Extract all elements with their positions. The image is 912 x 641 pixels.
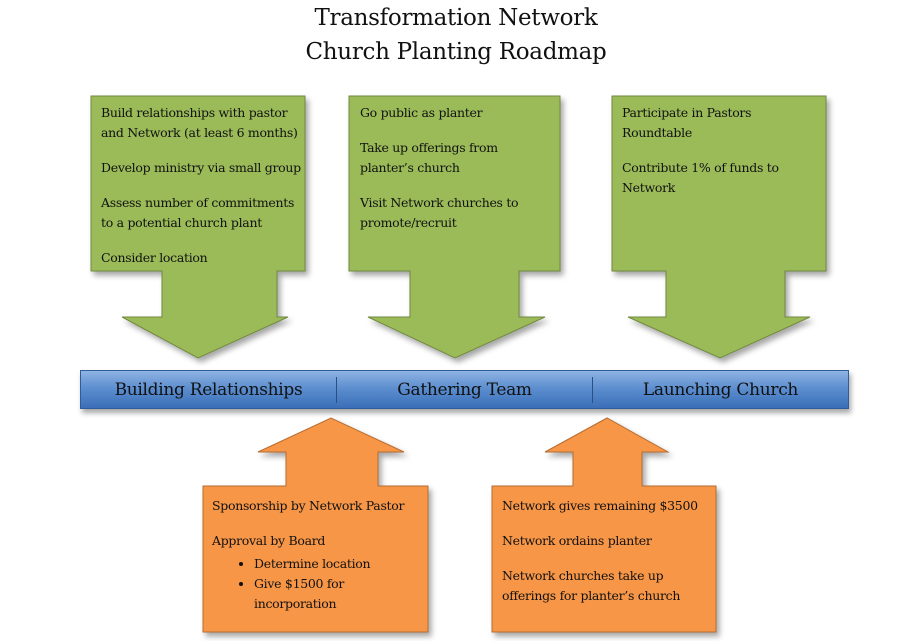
down-arrow-gathering-team: [348, 95, 561, 359]
gathering-team-tasks: Go public as planter Take up offerings f…: [360, 103, 555, 248]
task-item: Sponsorship by Network Pastor: [212, 498, 405, 513]
task-item: Approval by Board: [212, 533, 326, 548]
building-relationships-tasks: Build relationships with pastor and Netw…: [101, 103, 301, 283]
task-item: Build relationships with pastor and Netw…: [101, 105, 298, 140]
down-arrow-launching-church: [611, 95, 827, 359]
stage-building-relationships: Building Relationships: [114, 379, 303, 400]
stage-gathering-team: Gathering Team: [397, 379, 532, 400]
task-item: Participate in Pastors Roundtable: [622, 105, 752, 140]
task-item: Network churches take up offerings for p…: [502, 568, 681, 603]
approval-subitems: Determine location Give $1500 for incorp…: [212, 554, 424, 614]
task-item: Network ordains planter: [502, 533, 652, 548]
task-item: Network gives remaining $3500: [502, 498, 698, 513]
network-support-tasks: Network gives remaining $3500 Network or…: [502, 496, 712, 621]
down-arrow-building-relationships: [90, 95, 306, 359]
stage-bar: Building Relationships Gathering Team La…: [80, 370, 849, 409]
up-arrow-sponsorship: [202, 417, 429, 633]
title-line-1: Transformation Network: [314, 5, 598, 31]
title-line-2: Church Planting Roadmap: [305, 39, 607, 65]
stage-launching-church: Launching Church: [642, 379, 799, 400]
task-item: Consider location: [101, 250, 208, 265]
task-item: Assess number of commitments to a potent…: [101, 195, 295, 230]
task-item: Visit Network churches to promote/recrui…: [360, 195, 519, 230]
up-arrow-network-support: [491, 417, 717, 633]
launching-church-tasks: Participate in Pastors Roundtable Contri…: [622, 103, 817, 213]
subitem: Give $1500 for incorporation: [254, 574, 424, 614]
sponsorship-tasks: Sponsorship by Network Pastor Approval b…: [212, 496, 424, 614]
stage-divider: [592, 376, 593, 403]
task-item: Develop ministry via small group: [101, 160, 301, 175]
task-item: Go public as planter: [360, 105, 483, 120]
subitem: Determine location: [254, 554, 424, 574]
task-item: Take up offerings from planter’s church: [360, 140, 498, 175]
task-item: Contribute 1% of funds to Network: [622, 160, 779, 195]
stage-divider: [336, 376, 337, 403]
